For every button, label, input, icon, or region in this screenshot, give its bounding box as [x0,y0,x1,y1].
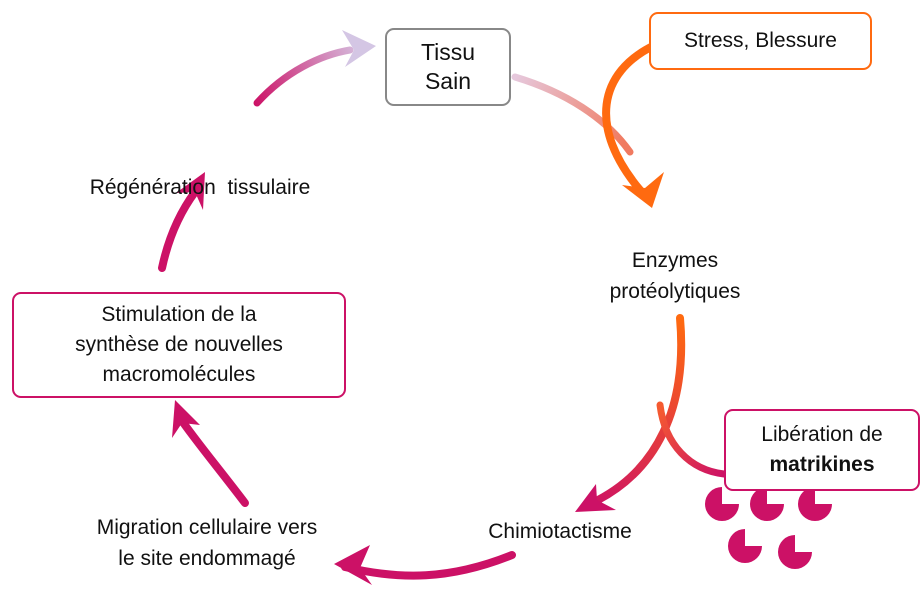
stimulation-label-line-3: macromolécules [102,363,256,386]
matrikines-release-label-line-1: Libération de [761,423,883,446]
stress-injury-node: Stress, Blessure [649,12,872,70]
proteolytic-enzymes-node: Enzymes protéolytiques [580,245,770,307]
stress-injury-label: Stress, Blessure [684,29,837,52]
enzymes-label-line-1: Enzymes [631,249,719,272]
healthy-tissue-label-line-2: Sain [424,68,472,94]
regeneration-label: Régénération tissulaire [89,176,311,199]
healthy-tissue-node: Tissu Sain [385,28,511,106]
chemotaxis-label: Chimiotactisme [488,520,632,543]
arrow-chemotaxis-to-migration [334,545,516,585]
macromolecule-synthesis-node: Stimulation de la synthèse de nouvelles … [12,292,346,398]
enzymes-label-line-2: protéolytiques [609,280,741,303]
matrikines-release-node: Libération de matrikines [724,409,920,491]
chemotaxis-node: Chimiotactisme [460,518,660,546]
migration-label-line-1: Migration cellulaire vers [96,516,318,539]
arrow-healthy-tissue-to-enzymes [511,73,634,156]
arrow-enzymes-to-matrikines [656,401,728,478]
arrow-migration-to-stimulation [172,400,249,507]
arrow-stress-to-enzymes [602,41,664,208]
tissue-regeneration-node: Régénération tissulaire [40,118,360,230]
matrikine-fragments-icon [705,487,832,569]
matrikines-release-label-line-2: matrikines [769,453,875,476]
migration-label-line-2: le site endommagé [118,547,296,570]
arrow-regeneration-to-healthy-tissue [253,30,376,107]
stimulation-label-line-1: Stimulation de la [101,303,257,326]
healthy-tissue-label-line-1: Tissu [420,39,476,65]
arrow-enzymes-to-chemotaxis [575,314,686,512]
cell-migration-node: Migration cellulaire vers le site endomm… [62,512,352,574]
stimulation-label-line-2: synthèse de nouvelles [75,333,283,356]
arrow-stimulation-to-regeneration [158,172,205,272]
